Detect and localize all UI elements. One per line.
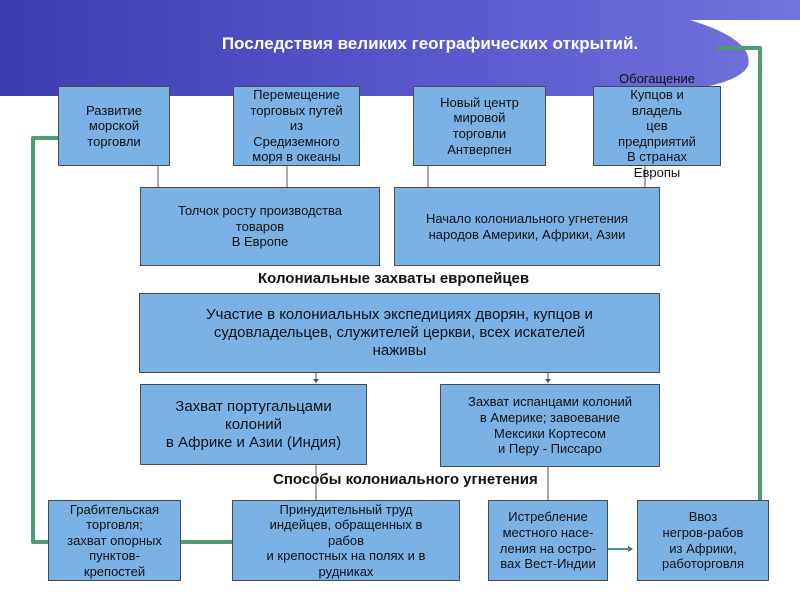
box-trade-routes: Перемещение торговых путей из Средиземно… — [233, 86, 360, 166]
box-predatory-trade-text: Грабительская торговля; захват опорных п… — [67, 501, 162, 579]
box-spanish-capture: Захват испанцами колоний в Америке; заво… — [440, 384, 660, 467]
box-antwerp-text: Новый центр мировой торговли Антверпен — [440, 94, 519, 157]
box-enrichment-text: Обогащение Купцов и владель цев предприя… — [618, 71, 696, 180]
section-title-oppression-methods: Способы колониального угнетения — [273, 471, 538, 488]
box-antwerp: Новый центр мировой торговли Антверпен — [413, 86, 546, 166]
arrowhead — [545, 379, 551, 383]
frame-right-line — [717, 46, 762, 502]
box-spanish-capture-text: Захват испанцами колоний в Америке; заво… — [468, 394, 632, 457]
box-trade-routes-text: Перемещение торговых путей из Средиземно… — [250, 87, 343, 165]
box-predatory-trade: Грабительская торговля; захват опорных п… — [48, 500, 181, 581]
title-banner — [0, 0, 800, 96]
box-portuguese-capture: Захват португальцами колоний в Африке и … — [140, 384, 367, 465]
box-portuguese-capture-text: Захват португальцами колоний в Африке и … — [165, 397, 342, 451]
box-production-growth: Толчок росту производства товаров В Евро… — [140, 187, 380, 266]
section-title-colonial-captures: Колониальные захваты европейцев — [258, 270, 530, 287]
box-colonial-oppression-start: Начало колониального угнетения народов А… — [394, 187, 660, 266]
frame-left-line — [31, 136, 58, 544]
arrowhead — [313, 379, 319, 383]
box-forced-labor-text: Принудительный труд индейцев, обращенных… — [266, 501, 426, 579]
arrowhead — [628, 546, 633, 552]
box-extermination: Истребление местного насе- ления на остр… — [488, 500, 608, 581]
box-forced-labor: Принудительный труд индейцев, обращенных… — [232, 500, 460, 581]
box-sea-trade: Развитие морской торговли — [58, 86, 170, 166]
box-participation: Участие в колониальных экспедициях дворя… — [139, 293, 660, 373]
box-production-growth-text: Толчок росту производства товаров В Евро… — [177, 203, 343, 250]
box-slave-import: Ввоз негров-рабов из Африки, работорговл… — [637, 500, 769, 581]
box-colonial-oppression-start-text: Начало колониального угнетения народов А… — [425, 210, 629, 242]
page-title: Последствия великих географических откры… — [221, 34, 639, 53]
box-enrichment: Обогащение Купцов и владель цев предприя… — [593, 71, 721, 180]
box-slave-import-text: Ввоз негров-рабов из Африки, работорговл… — [661, 509, 745, 572]
box-extermination-text: Истребление местного насе- ления на остр… — [499, 509, 597, 572]
box-sea-trade-text: Развитие морской торговли — [86, 102, 142, 149]
box-participation-text: Участие в колониальных экспедициях дворя… — [206, 306, 593, 359]
